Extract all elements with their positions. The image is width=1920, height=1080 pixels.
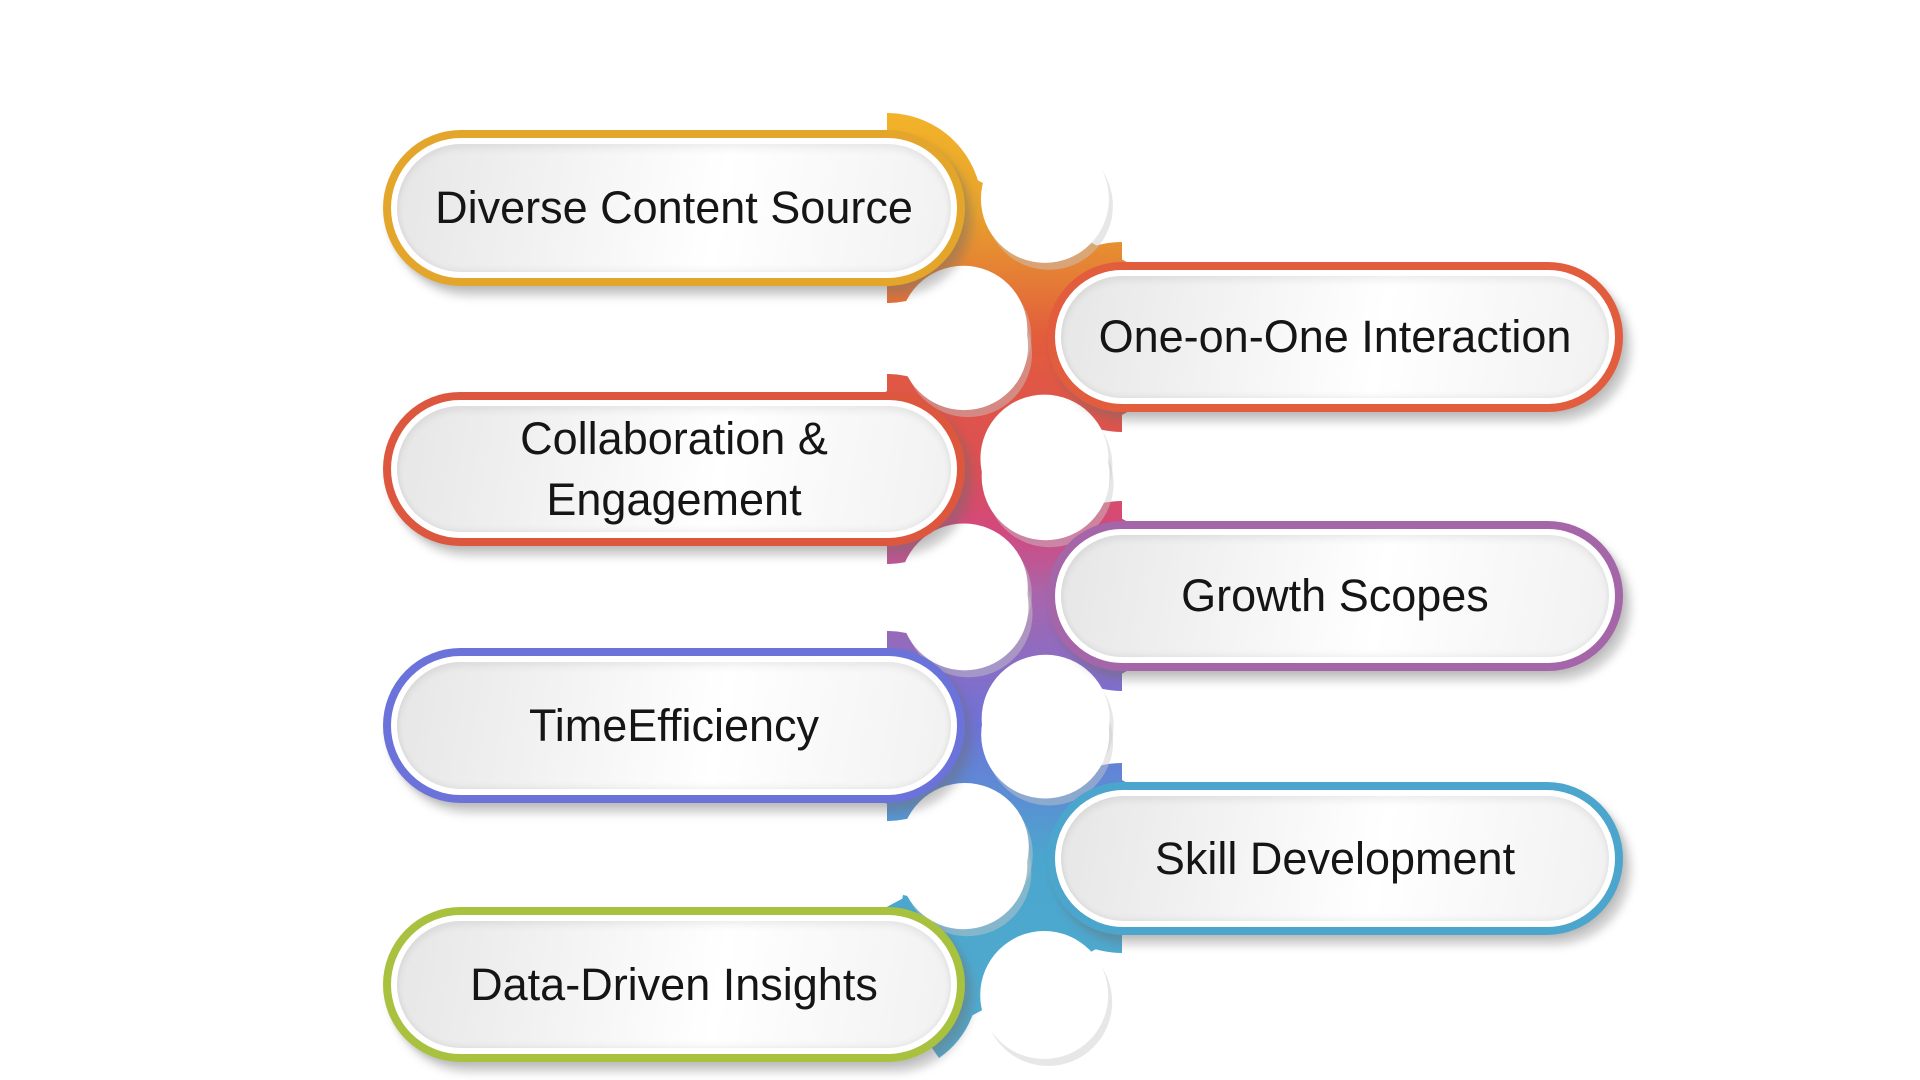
node-label: Collaboration & Engagement: [520, 412, 828, 525]
node-label: Diverse Content Source: [435, 182, 913, 234]
node-pill-skill-development: Skill Development: [1047, 782, 1623, 935]
node-pill-time-efficiency: TimeEfficiency: [383, 648, 965, 803]
node-pill-body: Growth Scopes: [1061, 535, 1609, 657]
node-label: Data-Driven Insights: [470, 958, 878, 1010]
node-pill-body: Collaboration & Engagement: [397, 406, 951, 532]
node-label: Growth Scopes: [1181, 570, 1489, 622]
node-pill-body: One-on-One Interaction: [1061, 276, 1609, 398]
node-pill-body: Diverse Content Source: [397, 144, 951, 272]
node-pill-diverse-content-source: Diverse Content Source: [383, 130, 965, 286]
node-pill-growth-scopes: Growth Scopes: [1047, 521, 1623, 671]
node-pill-one-on-one-interaction: One-on-One Interaction: [1047, 262, 1623, 412]
node-label: One-on-One Interaction: [1098, 311, 1572, 363]
node-pill-collaboration-engagement: Collaboration & Engagement: [383, 392, 965, 546]
node-label: Skill Development: [1154, 832, 1516, 884]
node-pill-data-driven-insights: Data-Driven Insights: [383, 907, 965, 1062]
node-pill-body: Data-Driven Insights: [397, 921, 951, 1048]
node-pill-body: Skill Development: [1061, 796, 1609, 921]
node-pill-body: TimeEfficiency: [397, 662, 951, 789]
node-label: TimeEfficiency: [528, 699, 820, 751]
